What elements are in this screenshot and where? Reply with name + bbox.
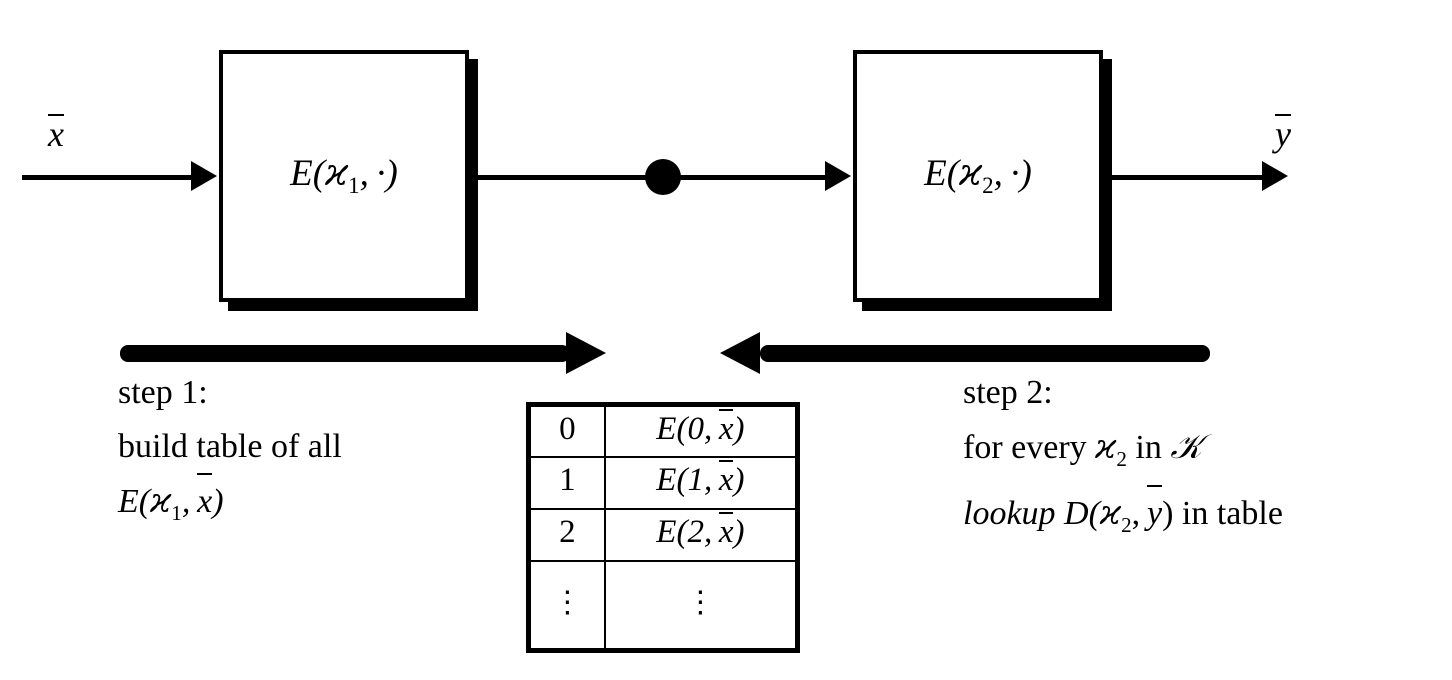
- encrypt-block-1-fn: E(: [290, 152, 326, 194]
- table-row: 0 E(0, x): [527, 403, 799, 458]
- output-arrowhead-icon: [1262, 161, 1288, 191]
- encrypt-block-2-label: E(𝜘2, ·): [924, 150, 1032, 199]
- table-row: 1 E(1, x): [527, 455, 799, 510]
- table-cell-key: 2: [527, 507, 606, 562]
- output-wire: [1103, 175, 1268, 180]
- step-1-arrowhead-icon: [566, 332, 606, 374]
- encrypt-block-2[interactable]: E(𝜘2, ·): [853, 50, 1103, 302]
- input-signal-label: x: [48, 113, 64, 154]
- encrypt-block-1-label: E(𝜘1, ·): [290, 150, 398, 199]
- step-1-arrow-shaft: [120, 345, 570, 362]
- key-space-symbol: 𝒦: [1170, 427, 1202, 467]
- key-symbol: 𝜘: [1099, 492, 1122, 533]
- middle-wire-right: [663, 175, 831, 180]
- key-symbol: 𝜘: [959, 150, 983, 194]
- step-2-arrow-shaft: [760, 345, 1210, 362]
- step-1-caption: step 1: build table of all E(𝜘1, x): [118, 366, 342, 540]
- step-1-line-2: build table of all: [118, 428, 342, 465]
- key-symbol: 𝜘: [1095, 427, 1117, 467]
- table-cell-value: E(1, x): [603, 455, 799, 510]
- table-cell-value: E(0, x): [603, 403, 799, 458]
- table-cell-value: E(2, x): [603, 507, 799, 562]
- step-2-caption: step 2: for every 𝜘2 in 𝒦 lookup D(𝜘2, y…: [963, 366, 1283, 552]
- step-2-line-3: lookup D(𝜘2, y) in table: [963, 484, 1283, 552]
- encrypt-block-2-fn: E(: [924, 152, 960, 194]
- step-1-line-1: step 1:: [118, 374, 208, 411]
- table-row: 2 E(2, x): [527, 507, 799, 562]
- input-wire: [22, 175, 197, 180]
- encrypt-block-1[interactable]: E(𝜘1, ·): [219, 50, 469, 302]
- middle-wire-left: [469, 175, 669, 180]
- step-1-line-3: E(𝜘1, x): [118, 472, 342, 540]
- lookup-table-body: 0 E(0, x) 1 E(1, x) 2 E(2, x) ⋮: [527, 403, 799, 652]
- y-bar-symbol: y: [1146, 484, 1163, 541]
- key-index: 2: [982, 173, 994, 199]
- table-cell-key-ellipsis: ⋮: [527, 559, 606, 652]
- step-2-line-2: for every 𝜘2 in 𝒦: [963, 427, 1202, 471]
- output-signal-label: y: [1275, 113, 1291, 154]
- input-arrowhead-icon: [191, 161, 217, 191]
- table-cell-key: 0: [527, 403, 606, 458]
- table-row-ellipsis: ⋮ ⋮: [527, 559, 799, 652]
- step-2-line-1: step 2:: [963, 374, 1053, 411]
- x-bar-symbol: x: [197, 472, 213, 529]
- key-index: 1: [348, 173, 360, 199]
- key-symbol: 𝜘: [150, 481, 172, 521]
- table-cell-value-ellipsis: ⋮: [603, 559, 799, 652]
- step-2-arrowhead-icon: [720, 332, 760, 374]
- key-symbol: 𝜘: [325, 150, 349, 194]
- precomputed-lookup-table: 0 E(0, x) 1 E(1, x) 2 E(2, x) ⋮: [526, 402, 800, 653]
- table-cell-key: 1: [527, 455, 606, 510]
- middle-arrowhead-icon: [825, 161, 851, 191]
